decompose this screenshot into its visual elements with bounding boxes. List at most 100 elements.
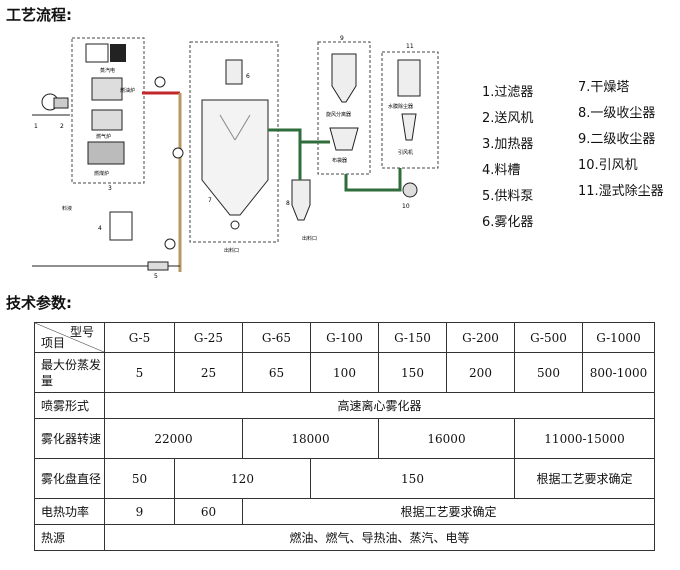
num-4: 4 bbox=[98, 225, 102, 232]
coal-heater bbox=[87, 141, 125, 165]
num-7: 7 bbox=[208, 197, 212, 204]
secondary-collector-box bbox=[317, 41, 371, 175]
spec-table: 型号 项目 G-5 G-25 G-65 G-100 G-150 G-200 G-… bbox=[34, 322, 655, 551]
feed-tank bbox=[109, 211, 133, 241]
legend-item: 5.供料泵 bbox=[482, 189, 534, 204]
duct-to-cyclone1 bbox=[268, 128, 302, 180]
atomizer bbox=[225, 59, 243, 85]
table-cell: 根据工艺要求确定 bbox=[242, 498, 655, 525]
gas-heater bbox=[91, 109, 123, 131]
table-cell: 60 bbox=[174, 498, 243, 525]
num-9: 9 bbox=[340, 35, 344, 42]
row-label: 喷雾形式 bbox=[34, 392, 105, 419]
cyclone2-label: 旋风分离器 bbox=[326, 111, 351, 118]
bag-filter bbox=[329, 127, 359, 151]
table-cell: 9 bbox=[104, 498, 175, 525]
table-cell: 11000-15000 bbox=[514, 418, 655, 459]
drying-tower bbox=[201, 99, 269, 216]
params-heading: 技术参数: bbox=[6, 294, 72, 312]
table-header-row: 型号 项目 G-5 G-25 G-65 G-100 G-150 G-200 G-… bbox=[34, 322, 655, 353]
model-header: G-25 bbox=[174, 322, 243, 353]
legend-item: 11.湿式除尘器 bbox=[578, 184, 664, 199]
num-10: 10 bbox=[402, 203, 410, 210]
model-header: G-100 bbox=[310, 322, 379, 353]
table-row: 雾化器转速 22000 18000 16000 11000-15000 bbox=[34, 418, 655, 459]
num-2: 2 bbox=[60, 123, 64, 130]
table-cell: 18000 bbox=[242, 418, 379, 459]
exhaust-fan bbox=[402, 182, 418, 198]
table-cell: 25 bbox=[174, 352, 243, 393]
row-label: 电热功率 bbox=[34, 498, 105, 525]
num-3: 3 bbox=[108, 185, 112, 192]
bag-label: 布袋器 bbox=[332, 157, 347, 164]
corner-cell: 型号 项目 bbox=[34, 322, 105, 353]
steam-label: 蒸汽电 bbox=[100, 67, 115, 74]
table-cell: 65 bbox=[242, 352, 311, 393]
table-cell: 200 bbox=[446, 352, 515, 393]
legend-item: 9.二级收尘器 bbox=[578, 132, 656, 147]
fan-label: 引风机 bbox=[398, 149, 413, 156]
row-label: 雾化器转速 bbox=[34, 418, 105, 459]
legend-item: 7.干燥塔 bbox=[578, 80, 630, 95]
process-heading: 工艺流程: bbox=[6, 6, 72, 24]
legend-item: 10.引风机 bbox=[578, 158, 638, 173]
table-cell: 120 bbox=[174, 458, 311, 499]
legend-item: 2.送风机 bbox=[482, 111, 534, 126]
fuel-oil-label: 燃油炉 bbox=[120, 87, 135, 94]
table-cell: 16000 bbox=[378, 418, 515, 459]
heater-group-box bbox=[71, 37, 145, 184]
model-header: G-200 bbox=[446, 322, 515, 353]
feed-label: 料液 bbox=[62, 205, 72, 212]
legend-item: 8.一级收尘器 bbox=[578, 106, 656, 121]
table-cell: 根据工艺要求确定 bbox=[514, 458, 655, 499]
model-header: G-150 bbox=[378, 322, 447, 353]
table-cell: 50 bbox=[104, 458, 175, 499]
legend-right: 7.干燥塔 8.一级收尘器 9.二级收尘器 10.引风机 11.湿式除尘器 bbox=[578, 75, 664, 205]
legend-item: 1.过滤器 bbox=[482, 85, 534, 100]
model-header: G-5 bbox=[104, 322, 175, 353]
model-header: G-65 bbox=[242, 322, 311, 353]
table-row: 喷雾形式 高速离心雾化器 bbox=[34, 392, 655, 419]
legend-left: 1.过滤器 2.送风机 3.加热器 4.料槽 5.供料泵 6.雾化器 bbox=[482, 80, 533, 236]
outlet2-label: 出料口 bbox=[302, 235, 317, 242]
table-cell: 800-1000 bbox=[582, 352, 655, 393]
row-label: 雾化盘直径 bbox=[34, 458, 105, 499]
fuel-oil-heater bbox=[91, 77, 123, 101]
table-cell: 5 bbox=[104, 352, 175, 393]
model-header: G-500 bbox=[514, 322, 583, 353]
wet-scrubber bbox=[397, 59, 421, 97]
num-6: 6 bbox=[246, 73, 250, 80]
table-cell: 100 bbox=[310, 352, 379, 393]
legend-item: 4.料槽 bbox=[482, 163, 521, 178]
legend-item: 3.加热器 bbox=[482, 137, 534, 152]
coal-label: 燃煤炉 bbox=[94, 170, 109, 177]
num-5: 5 bbox=[154, 273, 158, 280]
num-11: 11 bbox=[406, 43, 414, 50]
cyclone-1 bbox=[291, 179, 311, 221]
gas-label: 燃气炉 bbox=[96, 133, 111, 140]
wet-scrubber-box bbox=[381, 51, 439, 169]
corner-bottom: 项目 bbox=[41, 336, 66, 350]
table-cell: 22000 bbox=[104, 418, 243, 459]
table-cell: 燃油、燃气、导热油、蒸汽、电等 bbox=[104, 524, 655, 551]
num-1: 1 bbox=[34, 123, 38, 130]
table-row: 热源 燃油、燃气、导热油、蒸汽、电等 bbox=[34, 524, 655, 551]
table-row: 最大份蒸发量 5 25 65 100 150 200 500 800-1000 bbox=[34, 352, 655, 393]
table-row: 雾化盘直径 50 120 150 根据工艺要求确定 bbox=[34, 458, 655, 499]
corner-top: 型号 bbox=[69, 325, 94, 339]
row-label: 热源 bbox=[34, 524, 105, 551]
feed-pump bbox=[147, 261, 169, 271]
table-row: 电热功率 9 60 根据工艺要求确定 bbox=[34, 498, 655, 525]
table-cell: 150 bbox=[310, 458, 515, 499]
table-cell: 150 bbox=[378, 352, 447, 393]
table-cell: 高速离心雾化器 bbox=[104, 392, 655, 419]
steam-heater bbox=[85, 43, 109, 63]
dryer-group-box bbox=[189, 41, 279, 243]
duct-to-collector bbox=[298, 140, 330, 180]
legend-item: 6.雾化器 bbox=[482, 215, 534, 230]
wet-label: 水膜除尘器 bbox=[388, 103, 413, 110]
cyclone-2 bbox=[331, 53, 357, 103]
model-header: G-1000 bbox=[582, 322, 655, 353]
process-flow-diagram: 蒸汽电 燃油炉 燃气炉 燃煤炉 出料口 料液 出料口 旋风分离器 布袋器 水膜除… bbox=[32, 35, 439, 280]
duct-to-fan bbox=[344, 168, 402, 192]
